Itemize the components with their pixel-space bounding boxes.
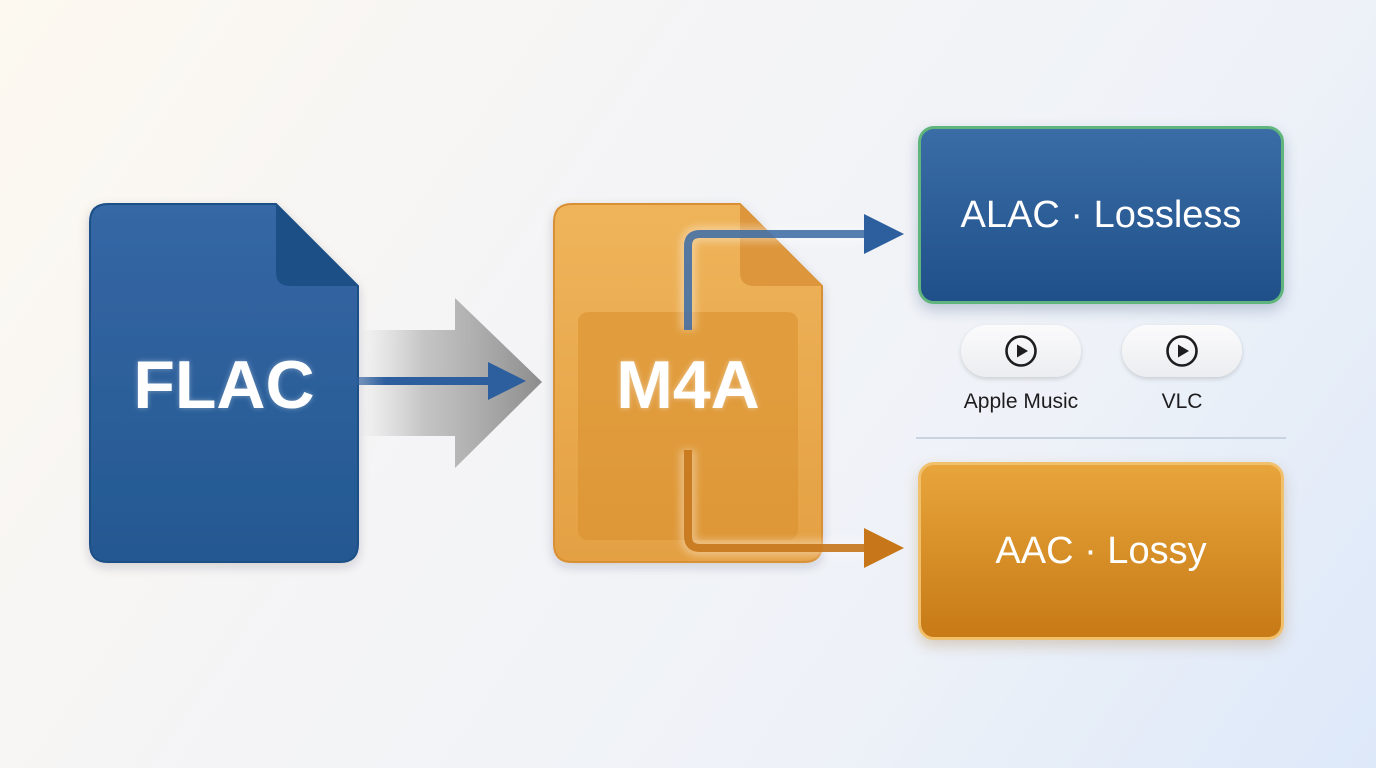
m4a-label: M4A [616, 347, 760, 423]
aac-lossy-label: AAC · Lossy [995, 529, 1207, 572]
branch-arrows [680, 214, 904, 568]
flac-to-m4a-arrow-icon [325, 362, 526, 400]
arrow-to-alac-icon [864, 214, 904, 254]
vlc-label: VLC [1161, 390, 1203, 413]
alac-lossless-label: ALAC · Lossless [960, 193, 1242, 236]
alac-lossless-box: ALAC · Lossless [918, 126, 1284, 304]
play-circle-icon [1166, 335, 1198, 367]
divider [916, 437, 1286, 439]
m4a-file-icon [553, 203, 823, 563]
arrow-to-aac-icon [864, 528, 904, 568]
apple-music-play-button[interactable] [961, 325, 1081, 377]
aac-lossy-box: AAC · Lossy [918, 462, 1284, 640]
flac-file-icon [89, 203, 359, 563]
vlc-play-button[interactable] [1122, 325, 1242, 377]
apple-music-label: Apple Music [963, 390, 1079, 413]
play-circle-icon [1005, 335, 1037, 367]
flac-label: FLAC [133, 347, 315, 423]
